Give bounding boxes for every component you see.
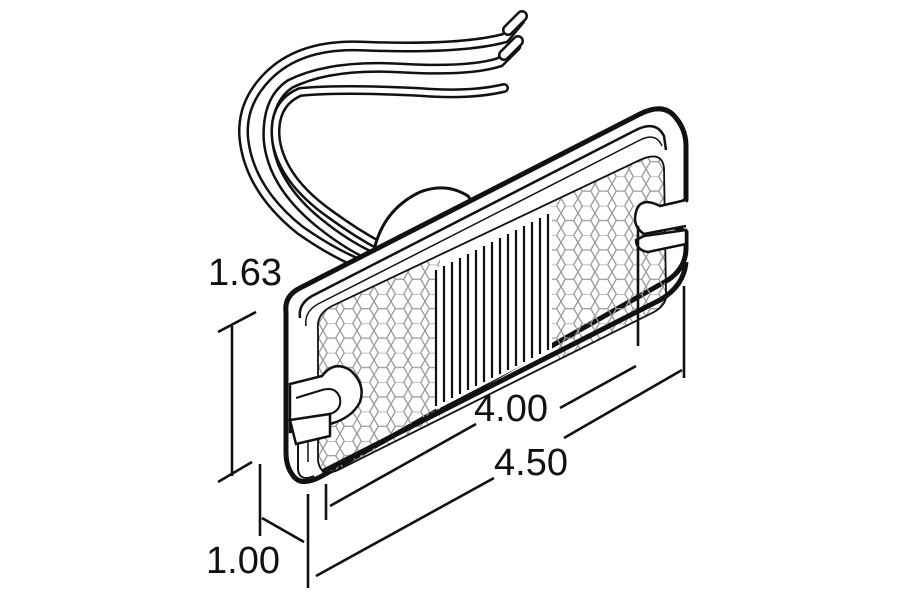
hole-spacing-dimension-line: [329, 422, 477, 508]
height-dimension-label: 1.63: [208, 252, 282, 294]
dimension-lines: [217, 226, 686, 588]
depth-dimension-line: [261, 516, 305, 544]
mount-slot-left: [288, 364, 363, 446]
lens-center: [434, 210, 552, 410]
hole-spacing-dimension-label: 4.00: [474, 388, 548, 430]
overall-length-dimension-line: [315, 476, 495, 578]
mount-slot-right: [633, 198, 688, 254]
lead-wires: [238, 10, 528, 274]
depth-dimension-label: 1.00: [206, 540, 280, 582]
overall-length-dimension-label: 4.50: [494, 442, 568, 484]
